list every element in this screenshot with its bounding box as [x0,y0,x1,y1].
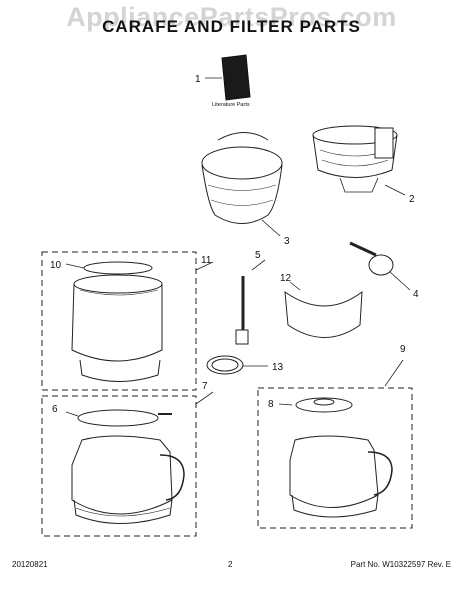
cleaning-brush [235,259,266,345]
label-part-10: 10 [50,260,62,271]
coffee-scoop [349,241,411,291]
label-part-13: 13 [272,362,284,373]
label-part-4: 4 [413,289,419,300]
glass-carafe-7 [71,435,185,524]
carafe-lid-9 [278,397,353,413]
literature-booklet [205,54,251,101]
gasket-ring [206,355,268,375]
label-part-1: 1 [195,74,201,85]
assembly-box-7 [41,395,197,537]
footer-page-number: 2 [228,560,233,569]
footer-part-number: Part No. W10322597 Rev. E [350,560,451,569]
assembly-box-9 [257,387,413,529]
thermal-carafe-body [71,274,163,382]
assembly-box-11 [41,251,197,391]
watermark: AppliancePartsPros.com [66,2,397,32]
label-part-3: 3 [284,236,290,247]
label-part-8: 8 [268,399,274,410]
footer-date: 20120821 [12,560,48,569]
label-part-5: 5 [255,250,261,261]
carafe-lid [65,261,153,275]
label-part-6: 6 [52,404,58,415]
label-part-11: 11 [201,255,212,266]
glass-carafe-9 [289,435,393,518]
carafe-lid-7 [65,409,172,427]
part-number-labels: 1 Literature Parts 2 3 4 5 6 7 8 9 10 11… [50,74,419,415]
brew-basket [312,125,406,196]
label-part-12: 12 [280,273,292,284]
permanent-filter [201,132,283,237]
label-part-2: 2 [409,194,415,205]
label-part-7: 7 [202,381,208,392]
page-title: CARAFE AND FILTER PARTS [102,17,361,36]
label-literature-parts: Literature Parts [212,102,250,108]
filter-holder-band [284,281,363,338]
label-part-9: 9 [400,344,406,355]
